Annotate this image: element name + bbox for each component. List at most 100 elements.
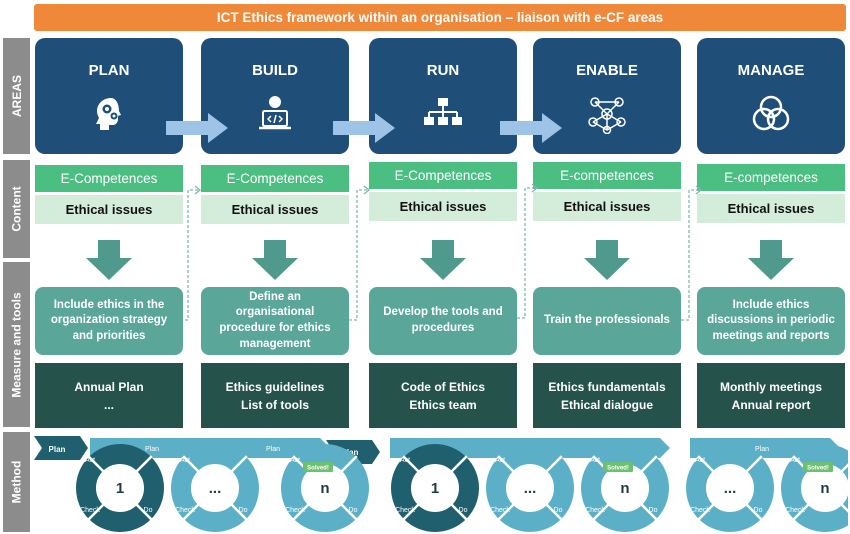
pdca-divider xyxy=(545,455,563,473)
row-label-areas: AREAS xyxy=(3,38,30,154)
cycle-act-label: Act xyxy=(290,457,300,464)
row-label-content: Content xyxy=(3,160,30,258)
measure-box: Include ethics in the organization strat… xyxy=(35,287,183,355)
cycle-number: 1 xyxy=(431,480,439,497)
pdca-divider xyxy=(340,455,358,473)
ethical-issues-box: Ethical issues xyxy=(35,195,183,224)
cycle-check-label: Check xyxy=(785,507,805,514)
tools-line: Code of Ethics xyxy=(400,379,485,394)
pdca-divider xyxy=(87,503,105,521)
row-label-method-text: Method xyxy=(9,460,24,504)
pdca-divider xyxy=(340,503,358,521)
tools-line: Ethical dialogue xyxy=(560,397,653,412)
measure-box: Define an organisational procedure for e… xyxy=(201,287,349,355)
row-label-measure: Measure and tools xyxy=(3,262,30,427)
area-manage: MANAGE xyxy=(697,38,845,154)
pdca-divider xyxy=(402,455,420,473)
pdca-divider xyxy=(697,503,715,521)
ecompetences-box: E-Competences xyxy=(369,162,517,189)
ethical-issues-box: Ethical issues xyxy=(533,192,681,221)
tools-box: Code of Ethics Ethics team xyxy=(369,363,517,428)
venn-circles-icon xyxy=(752,95,790,131)
pdca-ring xyxy=(171,444,259,532)
tools-box: Monthly meetings Annual report xyxy=(697,363,845,428)
tools-line: Ethics fundamentals xyxy=(548,379,666,394)
pdca-center xyxy=(803,466,847,510)
flow-arrow-icon xyxy=(500,113,562,143)
cycle-act-label: Act xyxy=(695,457,705,464)
pdca-center xyxy=(98,466,142,510)
ecompetences-box: E-competences xyxy=(533,162,681,189)
tools-box: Annual Plan ... xyxy=(35,363,183,428)
pdca-divider xyxy=(640,503,658,521)
pdca-ring xyxy=(686,444,774,532)
solved-badge-label: Solved! xyxy=(307,466,329,472)
area-title: ENABLE xyxy=(576,62,638,79)
pdca-ring xyxy=(281,444,369,532)
pdca-divider xyxy=(792,503,810,521)
pdca-ring xyxy=(781,444,848,532)
area-run: RUN xyxy=(369,38,517,154)
pdca-center xyxy=(193,466,237,510)
pdca-divider xyxy=(135,455,153,473)
down-arrow-icon xyxy=(748,240,794,280)
cycle-do-label: Do xyxy=(349,507,358,514)
cycle-check-label: Check xyxy=(80,507,100,514)
pdca-divider xyxy=(450,503,468,521)
ethical-issues-box: Ethical issues xyxy=(369,192,517,221)
pdca-center xyxy=(708,466,752,510)
pdca-divider xyxy=(697,455,715,473)
hierarchy-icon xyxy=(424,98,462,125)
pdca-divider xyxy=(182,455,200,473)
cycle-act-label: Act xyxy=(590,457,600,464)
area-enable: ENABLE xyxy=(533,38,681,154)
cycle-do-label: Do xyxy=(459,507,468,514)
laptop-user-icon xyxy=(259,96,291,130)
feedback-link-icon xyxy=(517,183,539,319)
tools-line: Annual Plan xyxy=(74,379,144,394)
pdca-divider xyxy=(840,463,848,473)
measure-box: Develop the tools and procedures xyxy=(369,287,517,355)
pdca-divider xyxy=(840,503,848,513)
solved-badge-label: Solved! xyxy=(807,466,829,472)
area-build: BUILD xyxy=(201,38,349,154)
page-title: ICT Ethics framework within an organisat… xyxy=(216,10,664,25)
cycle-number: n xyxy=(820,480,829,497)
plan-ribbon xyxy=(34,436,88,460)
area-plan: PLAN xyxy=(35,38,183,154)
tools-line: Ethics guidelines xyxy=(225,379,325,394)
flow-arrow-icon xyxy=(166,113,228,143)
ecompetences-box: E-competences xyxy=(697,164,845,191)
pdca-ring xyxy=(581,444,669,532)
measure-box: Include ethics discussions in periodic m… xyxy=(697,287,845,355)
cycle-number: ... xyxy=(524,480,537,497)
ecompetences-box: E-Competences xyxy=(35,165,183,192)
pdca-center xyxy=(603,466,647,510)
down-arrow-icon xyxy=(420,240,466,280)
cycle-do-label: Do xyxy=(754,507,763,514)
solved-badge-label: Solved! xyxy=(607,466,629,472)
pdca-center xyxy=(413,466,457,510)
cycle-do-label: Do xyxy=(554,507,563,514)
tools-line: ... xyxy=(103,397,114,412)
cycle-number: 1 xyxy=(116,480,124,497)
pdca-ring xyxy=(486,444,574,532)
plan-ribbon-label: Plan xyxy=(266,446,280,453)
cycle-check-label: Check xyxy=(285,507,305,514)
pdca-divider xyxy=(497,455,515,473)
cycle-act-label: Act xyxy=(495,457,505,464)
feedback-link-icon xyxy=(681,185,703,321)
plan-ribbon-label: Plan xyxy=(755,446,769,453)
pdca-divider xyxy=(745,503,763,521)
feedback-link-icon xyxy=(180,185,202,321)
down-arrow-icon xyxy=(252,240,298,280)
area-title: MANAGE xyxy=(737,62,805,79)
ethical-issues-box: Ethical issues xyxy=(697,194,845,223)
pdca-center xyxy=(508,466,552,510)
pdca-divider xyxy=(592,503,610,521)
plan-ribbon-label: Plan xyxy=(49,445,66,454)
cycle-number: n xyxy=(320,480,329,497)
cycle-number: ... xyxy=(209,480,222,497)
cycle-do-label: Do xyxy=(239,507,248,514)
